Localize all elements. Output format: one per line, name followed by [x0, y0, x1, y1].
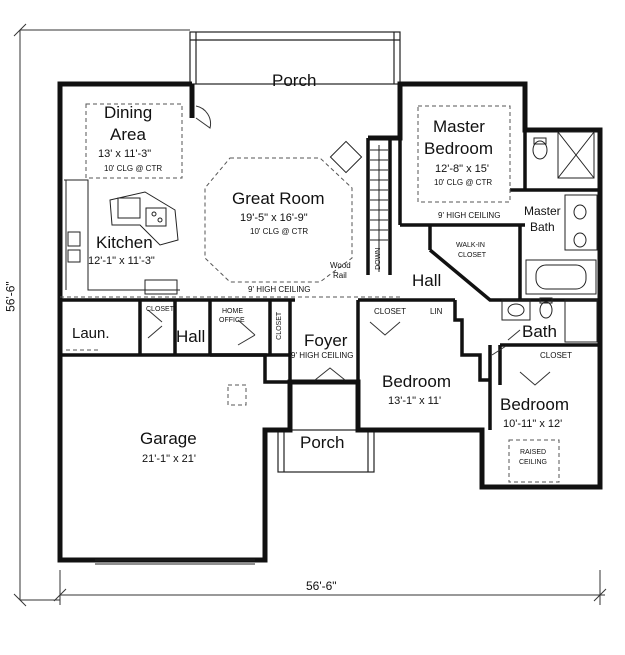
- bedroom2-dims: 13'-1" x 11': [388, 395, 442, 407]
- master-bath-label-line2: Bath: [530, 220, 555, 234]
- bedroom3-label: Bedroom: [500, 395, 569, 414]
- kitchen-label: Kitchen: [96, 233, 153, 252]
- home-office-label-line1: HOME: [222, 308, 243, 315]
- dining-label-line2: Area: [110, 125, 146, 144]
- bedroom3-closet-label: CLOSET: [540, 351, 573, 360]
- home-office-label-line2: OFFICE: [219, 317, 245, 324]
- foyer-closet-label: CLOSET: [276, 311, 284, 340]
- porch-front-label: Porch: [300, 433, 345, 452]
- master-bedroom-dims: 12'-8" x 15': [435, 163, 489, 175]
- bedroom3-ceiling-note-line1: RAISED: [520, 449, 547, 456]
- dining-label-line1: Dining: [104, 103, 153, 122]
- overall-width-dimension: 56'-6": [306, 579, 337, 593]
- walk-in-closet-label-line1: WALK-IN: [456, 242, 485, 249]
- stairs: [329, 140, 388, 272]
- ceiling-outlines: [60, 103, 560, 483]
- kitchen-counters: [64, 179, 180, 295]
- linen-closet-label: LIN: [430, 307, 443, 316]
- dimension-lines: [13, 23, 607, 607]
- laundry-closet-label: CLOSET: [146, 306, 175, 313]
- master-bedroom-label-line1: Master: [433, 117, 485, 136]
- garage-dims: 21'-1" x 21': [142, 453, 196, 465]
- laundry-label: Laun.: [72, 325, 110, 342]
- door-swings: [147, 105, 551, 386]
- interior-walls: [58, 84, 600, 560]
- foyer-label: Foyer: [304, 331, 348, 350]
- great-room-dims: 19'-5" x 16'-9": [240, 212, 308, 224]
- hall-right-label: Hall: [412, 271, 442, 290]
- kitchen-dims: 12'-1" x 11'-3": [88, 255, 155, 267]
- great-room-ceiling-height: 9' HIGH CEILING: [248, 285, 311, 294]
- master-bedroom-ceiling-note: 10' CLG @ CTR: [434, 178, 493, 187]
- porch-top-label: Porch: [272, 71, 317, 90]
- great-room-ceiling-note: 10' CLG @ CTR: [250, 227, 309, 236]
- dining-dims: 13' x 11'-3": [98, 148, 152, 160]
- garage-label: Garage: [140, 429, 197, 448]
- overall-depth-dimension: 56'-6": [3, 281, 18, 312]
- bedroom3-dims: 10'-11" x 12': [503, 418, 563, 430]
- stairs-down-label: DOWN: [375, 247, 383, 270]
- master-bedroom-label-line2: Bedroom: [424, 139, 493, 158]
- wood-rail-label-2: Rail: [333, 271, 347, 280]
- master-bath-label-line1: Master: [524, 204, 561, 218]
- bedroom2-label: Bedroom: [382, 372, 451, 391]
- dining-ceiling-note: 10' CLG @ CTR: [104, 164, 163, 173]
- master-bedroom-ceiling-height: 9' HIGH CEILING: [438, 211, 501, 220]
- foyer-ceiling-height: 9' HIGH CEILING: [291, 351, 354, 360]
- hall-left-label: Hall: [176, 327, 206, 346]
- bedroom2-closet-label: CLOSET: [374, 307, 407, 316]
- bath-label: Bath: [522, 322, 557, 341]
- walk-in-closet-label-line2: CLOSET: [458, 252, 487, 259]
- great-room-label: Great Room: [232, 189, 325, 208]
- porch-outlines: [189, 31, 401, 473]
- bedroom3-ceiling-note-line2: CEILING: [519, 459, 548, 466]
- wood-rail-label-1: Wood: [330, 261, 351, 270]
- bath-fixtures: [501, 131, 598, 343]
- garage-door: [95, 559, 255, 565]
